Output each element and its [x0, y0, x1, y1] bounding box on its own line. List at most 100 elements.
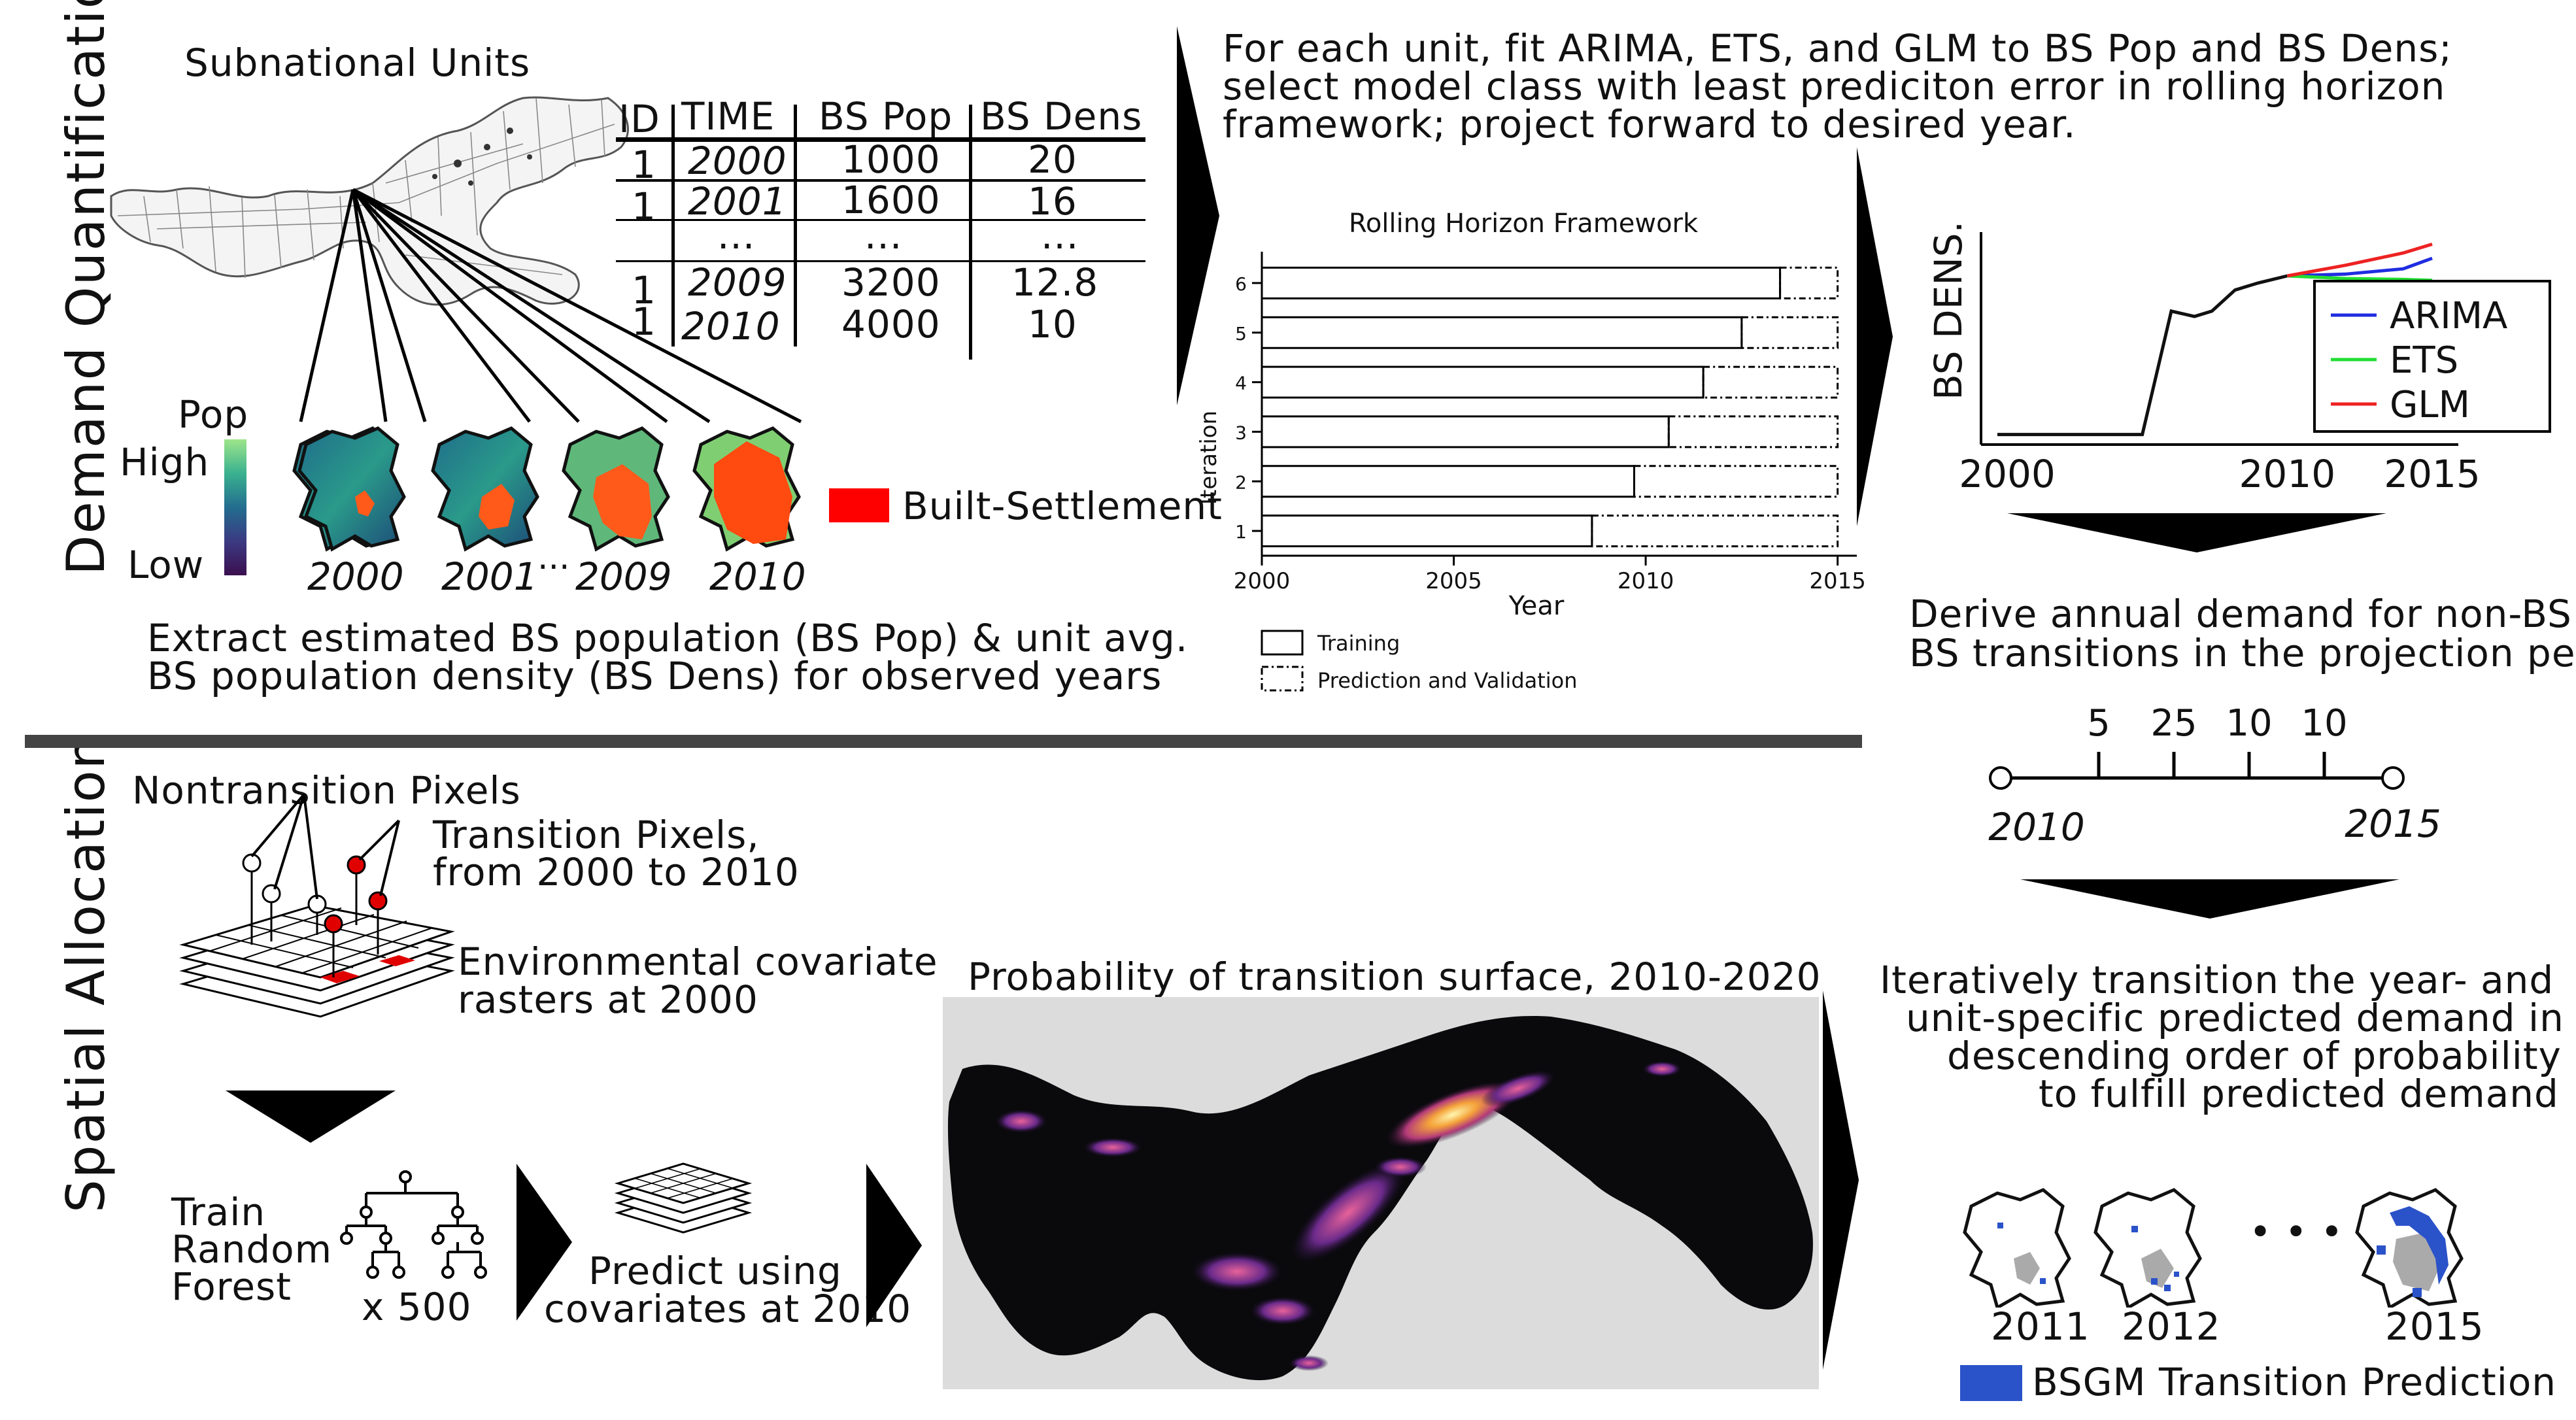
iterate-text-line2: unit-specific predicted demand in — [1906, 996, 2564, 1040]
table-cell: 16 — [1028, 179, 1077, 224]
rolling-ytick-label: 2 — [1235, 471, 1247, 493]
thumb-year-2001: 2001 — [441, 554, 538, 599]
timeline-value: 10 — [2301, 702, 2347, 745]
result-year-2012: 2012 — [2122, 1304, 2221, 1349]
map-to-thumbnails-lines — [299, 188, 802, 424]
table-cell: 1600 — [841, 178, 941, 222]
training-bar — [1261, 415, 1670, 448]
training-bar — [1261, 316, 1743, 349]
random-forest-tree-icon — [340, 1170, 487, 1279]
dens-legend-box — [2313, 280, 2551, 433]
timeline-start-node — [1989, 766, 2012, 790]
predict-label-line2: covariates at 2010 — [544, 1287, 912, 1331]
raster-stack-diagram — [179, 794, 455, 1018]
timeline-value: 10 — [2226, 702, 2272, 745]
bsgm-legend-label: BSGM Transition Prediction — [2032, 1360, 2557, 1404]
flow-arrow-right — [866, 1164, 922, 1327]
legend-prediction-label: Prediction and Validation — [1317, 668, 1578, 693]
probability-surface-title: Probability of transition surface, 2010-… — [968, 955, 1822, 999]
table-cell: ... — [717, 213, 756, 258]
iterate-text-line3: descending order of probability — [1947, 1034, 2562, 1078]
timeline-start-label: 2010 — [1988, 805, 2085, 849]
result-thumbnails — [1963, 1188, 2464, 1308]
table-cell: ... — [1041, 213, 1079, 258]
nontransition-label: Nontransition Pixels — [132, 768, 521, 813]
flow-arrow-down — [2020, 879, 2399, 919]
table-cell: 1000 — [841, 137, 941, 182]
table-cell: 1 — [632, 268, 656, 313]
timeline-value: 5 — [2087, 702, 2110, 745]
table-cell: 2010 — [681, 304, 781, 348]
iterate-text-line1: Iteratively transition the year- and — [1880, 958, 2554, 1002]
demand-text-line1: Derive annual demand for non-BS to — [1909, 592, 2576, 636]
dens-xtick-label: 2015 — [2384, 452, 2481, 496]
rolling-title: Rolling Horizon Framework — [1349, 209, 1699, 239]
fit-text-line1: For each unit, fit ARIMA, ETS, and GLM t… — [1223, 26, 2452, 71]
map-caption-line2: BS population density (BS Dens) for obse… — [147, 654, 1162, 698]
dens-xtick-label: 2000 — [1959, 452, 2056, 496]
demand-text-line2: BS transitions in the projection period — [1909, 631, 2576, 675]
bs-table: ID TIME BS Pop BS Dens 1 2000 1000 20 1 … — [616, 92, 1152, 360]
pop-legend-title: Pop — [178, 392, 249, 437]
rolling-ytick-label: 6 — [1235, 273, 1247, 295]
training-bar — [1261, 515, 1593, 548]
train-label-line2: Random — [171, 1227, 333, 1272]
rolling-ytick-label: 3 — [1235, 422, 1247, 443]
covariate-stack-icon — [614, 1162, 753, 1234]
ets-legend-label: ETS — [2390, 339, 2458, 382]
rolling-xlabel: Year — [1508, 591, 1565, 621]
prediction-bar — [1591, 515, 1839, 548]
transition-label-line1: Transition Pixels, — [433, 813, 760, 857]
rolling-ytick-label: 1 — [1235, 521, 1247, 543]
covariate-label-line2: rasters at 2000 — [458, 977, 758, 1022]
glm-line — [2286, 243, 2433, 278]
training-bar — [1261, 465, 1635, 498]
table-header-time: TIME — [681, 94, 775, 139]
transition-label-line2: from 2000 to 2010 — [433, 850, 800, 894]
thumb-ellipsis: ··· — [537, 548, 570, 587]
iterate-text-line4: to fulfill predicted demand — [2039, 1072, 2559, 1116]
rolling-ylabel: Iteration — [1196, 411, 1222, 505]
bsgm-legend-swatch — [1960, 1365, 2022, 1401]
rolling-horizon-chart: Rolling Horizon Framework Iteration Year… — [1196, 209, 1866, 693]
map-title: Subnational Units — [184, 41, 531, 85]
predict-label-line1: Predict using — [588, 1249, 842, 1293]
tree-count-label: x 500 — [362, 1285, 472, 1329]
table-cell: 3200 — [841, 260, 941, 305]
prediction-bar — [1702, 365, 1839, 399]
legend-training-label: Training — [1317, 631, 1400, 656]
rolling-ytick-label: 4 — [1235, 373, 1247, 394]
table-cell: 4000 — [841, 302, 941, 347]
timeline-end-node — [2381, 766, 2405, 790]
pop-legend-low: Low — [127, 543, 205, 587]
legend-training-swatch — [1261, 630, 1304, 656]
dens-xtick-label: 2010 — [2239, 452, 2336, 496]
table-cell: 12.8 — [1011, 260, 1099, 305]
flow-arrow-right — [1823, 990, 1859, 1370]
result-year-2015: 2015 — [2385, 1304, 2484, 1349]
thumb-year-2010: 2010 — [709, 554, 806, 599]
ets-line — [2287, 274, 2433, 282]
table-cell: 2001 — [688, 179, 787, 224]
covariate-label-line1: Environmental covariate — [458, 939, 938, 984]
table-cell: 20 — [1028, 137, 1077, 182]
timeline-value: 25 — [2150, 702, 2197, 745]
probability-surface-map — [943, 997, 1819, 1389]
arima-line — [2287, 256, 2433, 278]
training-bar — [1261, 266, 1782, 299]
table-header-id: ID — [619, 97, 660, 141]
pop-color-ramp — [224, 439, 246, 575]
prediction-bar — [1779, 266, 1839, 299]
dens-ylabel: BS DENS. — [1926, 221, 1971, 400]
pop-legend-high: High — [120, 440, 210, 484]
fit-text-line2: select model class with least prediciton… — [1223, 64, 2446, 109]
result-year-2011: 2011 — [1991, 1304, 2090, 1349]
rolling-xtick-label: 2010 — [1618, 568, 1674, 594]
legend-prediction-swatch — [1261, 666, 1304, 692]
flow-arrow-right — [517, 1164, 572, 1321]
rolling-xtick-label: 2000 — [1234, 568, 1291, 594]
built-settlement-label: Built-Settlement — [902, 484, 1223, 528]
map-caption-line1: Extract estimated BS population (BS Pop)… — [147, 616, 1189, 660]
